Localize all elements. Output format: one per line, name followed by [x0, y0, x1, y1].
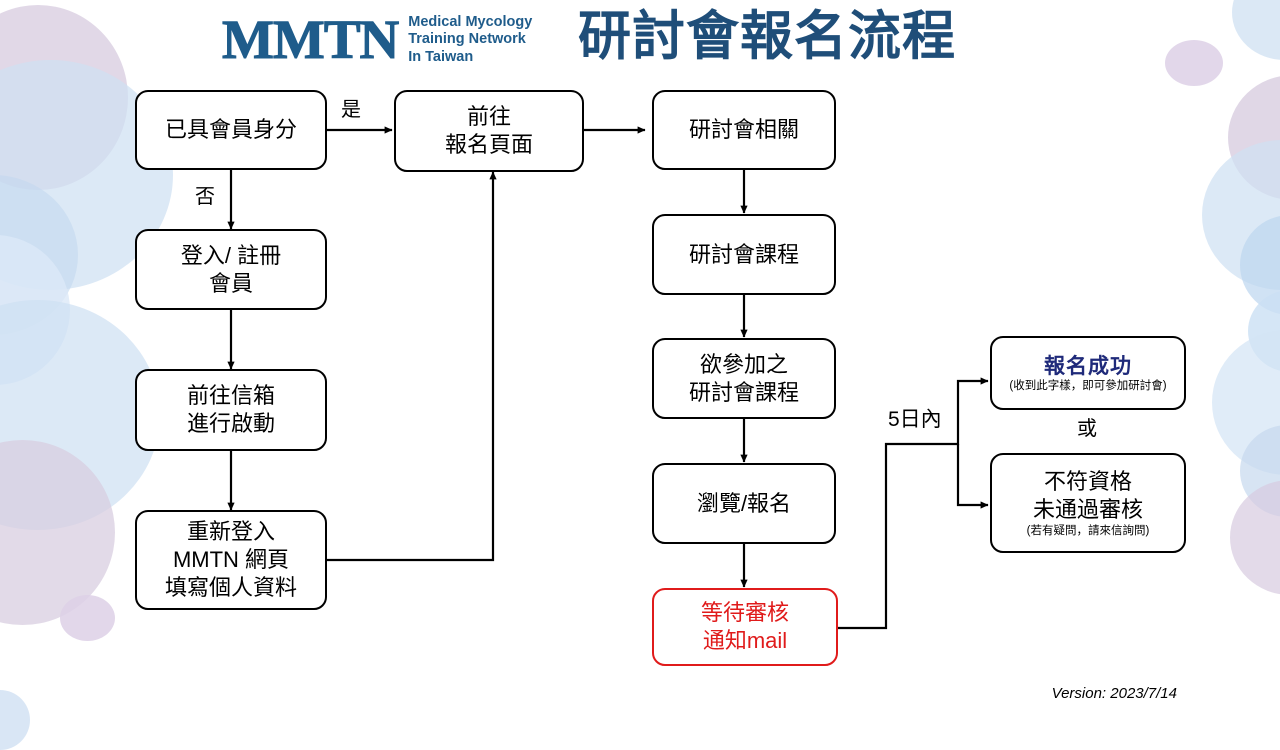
- node-relogin-profile[interactable]: 重新登入 MMTN 網頁 填寫個人資料: [135, 510, 327, 610]
- node-label: 不符資格: [1043, 469, 1132, 494]
- node-label: 通知mail: [702, 628, 788, 653]
- node-desired-course[interactable]: 欲參加之 研討會課程: [652, 338, 836, 419]
- node-label: 前往信箱: [186, 383, 275, 408]
- edge-label-within-5-days: 5日內: [888, 408, 942, 431]
- node-seminar-related[interactable]: 研討會相關: [652, 90, 836, 170]
- node-label: 報名成功: [1044, 354, 1132, 378]
- node-go-signup-page[interactable]: 前往 報名頁面: [394, 90, 584, 172]
- mmtn-logo: MMTN Medical Mycology Training Network I…: [221, 8, 567, 70]
- edge-label-or: 或: [1077, 418, 1097, 440]
- node-label: 會員: [208, 270, 253, 296]
- node-has-membership[interactable]: 已具會員身分: [135, 90, 327, 170]
- node-label: 等待審核: [700, 600, 789, 625]
- node-label: MMTN 網頁: [172, 547, 290, 572]
- edge-label-no: 否: [195, 186, 215, 208]
- node-note: (收到此字樣，即可參加研討會): [1009, 379, 1167, 392]
- node-await-review[interactable]: 等待審核 通知mail: [652, 588, 838, 666]
- edge-await-to-rejected: [956, 444, 989, 509]
- node-seminar-course[interactable]: 研討會課程: [652, 214, 836, 295]
- node-label: 研討會課程: [688, 241, 799, 267]
- mmtn-tagline: Medical Mycology Training Network In Tai…: [408, 13, 533, 65]
- node-label: 重新登入: [186, 519, 275, 544]
- node-label: 報名頁面: [444, 132, 533, 157]
- edge-label-yes: 是: [341, 99, 361, 121]
- node-label: 填寫個人資料: [164, 575, 297, 600]
- node-note: (若有疑問，請來信詢問): [1026, 525, 1150, 537]
- node-label: 已具會員身分: [164, 117, 297, 142]
- node-label: 未通過審核: [1032, 497, 1143, 522]
- node-signup-success[interactable]: 報名成功 (收到此字樣，即可參加研討會): [990, 336, 1186, 410]
- edge-relogin-to-signup-page: [327, 171, 497, 562]
- node-browse-signup[interactable]: 瀏覽/報名: [652, 463, 836, 544]
- node-label: 登入/ 註冊: [180, 242, 282, 268]
- node-label: 瀏覽/報名: [696, 490, 792, 516]
- page-title: 研討會報名流程: [578, 7, 956, 66]
- node-login-register[interactable]: 登入/ 註冊 會員: [135, 229, 327, 310]
- node-label: 前往: [466, 104, 511, 129]
- node-activate-mail[interactable]: 前往信箱 進行啟動: [135, 369, 327, 451]
- node-label: 進行啟動: [186, 411, 275, 436]
- version-stamp: Version: 2023/7/14: [1051, 685, 1177, 702]
- node-label: 欲參加之: [699, 351, 788, 377]
- mmtn-wordmark: MMTN: [221, 8, 399, 70]
- node-not-qualified[interactable]: 不符資格 未通過審核 (若有疑問，請來信詢問): [990, 453, 1186, 553]
- node-label: 研討會相關: [688, 117, 799, 142]
- edge-await-to-success: [838, 377, 989, 630]
- node-label: 研討會課程: [688, 379, 799, 405]
